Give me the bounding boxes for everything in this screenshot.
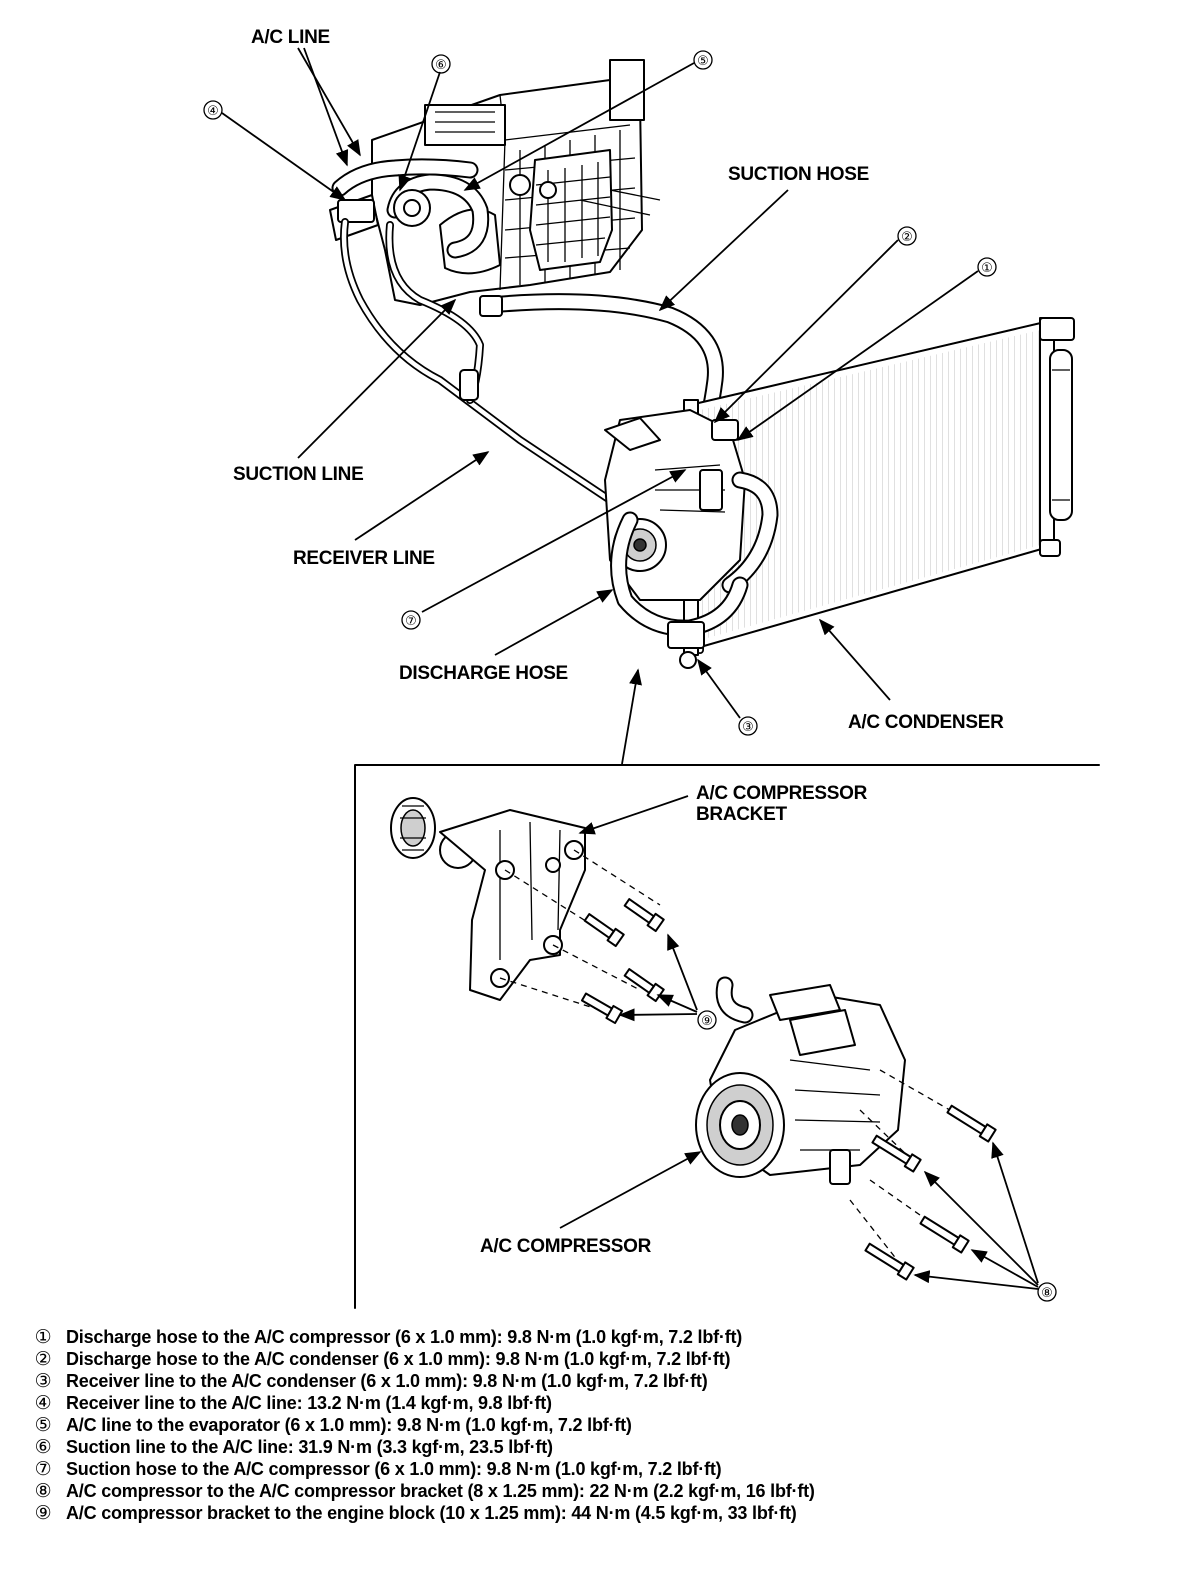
callout-6: ⑥	[431, 54, 451, 74]
label-ac-compressor-bracket-1: A/C COMPRESSOR	[696, 783, 868, 804]
suction-line	[385, 221, 484, 404]
callout-2: ②	[897, 226, 917, 246]
label-discharge-hose: DISCHARGE HOSE	[399, 663, 568, 684]
torque-spec-item: ② Discharge hose to the A/C condenser (6 …	[32, 1348, 1172, 1370]
label-suction-line: SUCTION LINE	[233, 464, 363, 485]
detail-frame	[354, 668, 1100, 1309]
label-suction-hose: SUCTION HOSE	[728, 164, 869, 185]
label-receiver-line: RECEIVER LINE	[293, 548, 435, 569]
spec-text: A/C compressor to the A/C compressor bra…	[66, 1481, 815, 1501]
svg-text:⑧: ⑧	[1041, 1286, 1053, 1301]
svg-text:②: ②	[901, 230, 913, 245]
ac-compressor-installed	[604, 409, 779, 669]
torque-spec-item: ④ Receiver line to the A/C line: 13.2 N·m…	[32, 1392, 1172, 1414]
spec-marker: ⑦	[34, 1458, 52, 1480]
bracket-bolts	[499, 849, 665, 1025]
spec-marker: ④	[34, 1392, 52, 1414]
torque-spec-item: ⑧ A/C compressor to the A/C compressor br…	[32, 1480, 1172, 1502]
spec-text: Suction line to the A/C line: 31.9 N·m (…	[66, 1437, 553, 1457]
svg-text:③: ③	[742, 720, 754, 735]
spec-text: A/C compressor bracket to the engine blo…	[66, 1503, 797, 1523]
callout-3: ③	[738, 716, 758, 736]
spec-marker: ①	[34, 1326, 52, 1348]
svg-text:⑥: ⑥	[435, 58, 447, 73]
svg-text:⑤: ⑤	[697, 54, 709, 69]
ac-compressor-bracket	[390, 797, 586, 1001]
spec-marker: ③	[34, 1370, 52, 1392]
callout-numbers: ① ② ③ ④ ⑤ ⑥ ⑦ ⑧ ⑨	[203, 50, 1057, 1302]
callout-7: ⑦	[401, 610, 421, 630]
evaporator-unit	[329, 59, 661, 306]
callout-5: ⑤	[693, 50, 713, 70]
callout-8: ⑧	[1037, 1282, 1057, 1302]
callout-9: ⑨	[697, 1010, 717, 1030]
ac-compressor-detail	[695, 976, 906, 1185]
spec-text: Suction hose to the A/C compressor (6 x …	[66, 1459, 722, 1479]
torque-spec-item: ⑦ Suction hose to the A/C compressor (6 x…	[32, 1458, 1172, 1480]
label-ac-compressor: A/C COMPRESSOR	[480, 1236, 652, 1257]
torque-spec-list: ① Discharge hose to the A/C compressor (6…	[32, 1326, 1172, 1524]
spec-text: A/C line to the evaporator (6 x 1.0 mm):…	[66, 1415, 632, 1435]
spec-text: Discharge hose to the A/C condenser (6 x…	[66, 1349, 731, 1369]
spec-text: Discharge hose to the A/C compressor (6 …	[66, 1327, 743, 1347]
callout-4: ④	[203, 100, 223, 120]
spec-text: Receiver line to the A/C condenser (6 x …	[66, 1371, 708, 1391]
torque-spec-item: ⑨ A/C compressor bracket to the engine bl…	[32, 1502, 1172, 1524]
spec-marker: ②	[34, 1348, 52, 1370]
svg-text:⑨: ⑨	[701, 1014, 713, 1029]
spec-marker: ⑥	[34, 1436, 52, 1458]
spec-marker: ⑨	[34, 1502, 52, 1524]
compressor-bolts	[849, 1069, 997, 1281]
svg-text:①: ①	[981, 261, 993, 276]
torque-spec-item: ⑤ A/C line to the evaporator (6 x 1.0 mm)…	[32, 1414, 1172, 1436]
svg-text:⑦: ⑦	[405, 614, 417, 629]
svg-text:④: ④	[207, 104, 219, 119]
spec-marker: ⑧	[34, 1480, 52, 1502]
diagram-labels: A/C LINE SUCTION HOSE SUCTION LINE RECEI…	[233, 27, 1004, 1257]
spec-marker: ⑤	[34, 1414, 52, 1436]
callout-1: ①	[977, 257, 997, 277]
torque-spec-item: ① Discharge hose to the A/C compressor (6…	[32, 1326, 1172, 1348]
label-ac-line: A/C LINE	[251, 27, 330, 48]
torque-spec-item: ⑥ Suction line to the A/C line: 31.9 N·m …	[32, 1436, 1172, 1458]
spec-text: Receiver line to the A/C line: 13.2 N·m …	[66, 1393, 552, 1413]
torque-spec-item: ③ Receiver line to the A/C condenser (6 x…	[32, 1370, 1172, 1392]
label-ac-compressor-bracket-2: BRACKET	[696, 804, 787, 825]
label-ac-condenser: A/C CONDENSER	[848, 712, 1004, 733]
leader-lines	[221, 47, 1039, 1290]
